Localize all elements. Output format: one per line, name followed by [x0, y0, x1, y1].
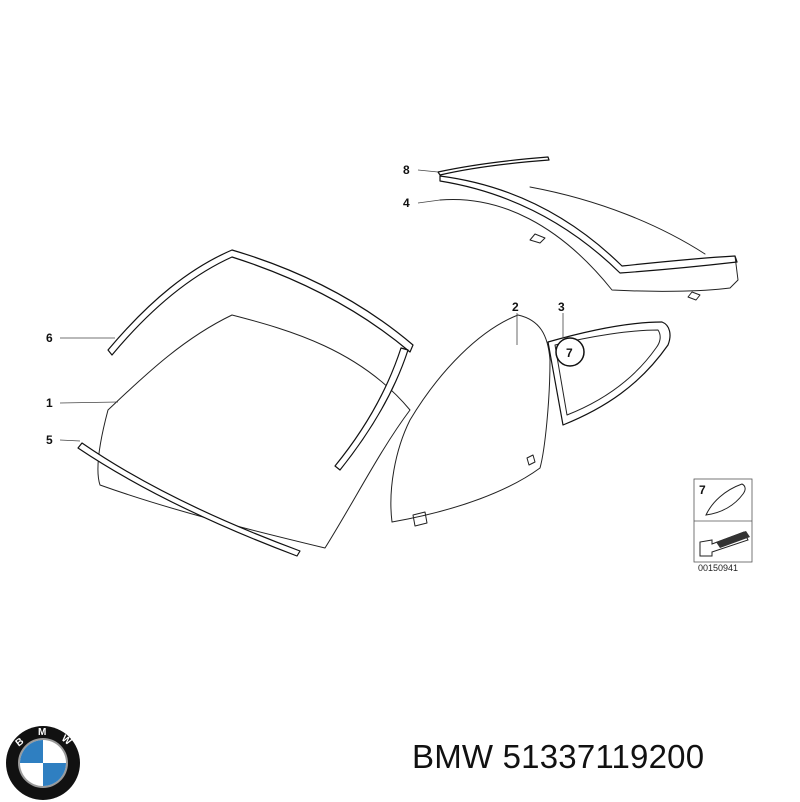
quarter-glass-inner — [554, 329, 661, 416]
windscreen-glass — [97, 314, 411, 549]
callout-6: 6 — [46, 331, 53, 345]
legend-item-label: 7 — [699, 483, 706, 497]
door-glass-group — [390, 314, 551, 527]
callout-4: 4 — [403, 196, 410, 210]
windscreen-side-moulding — [334, 347, 409, 471]
door-glass-notch — [526, 454, 536, 466]
callout-3: 3 — [558, 300, 565, 314]
windscreen-lower-seal — [77, 442, 301, 557]
quarter-glass-group — [547, 321, 671, 426]
leader-4 — [417, 199, 441, 204]
callout-8: 8 — [403, 163, 410, 177]
leader-8 — [417, 169, 439, 173]
caption-part-number: 51337119200 — [502, 738, 705, 775]
rear-window-clip — [529, 233, 546, 244]
callout-5: 5 — [46, 433, 53, 447]
windscreen-top-moulding — [107, 249, 414, 356]
legend-drawing-code: 00150941 — [698, 563, 738, 573]
rear-window-top-edge — [529, 186, 706, 255]
windscreen-group — [77, 249, 414, 557]
legend-adhesive-bead-icon — [716, 531, 750, 548]
door-glass-bracket — [412, 511, 428, 527]
rear-window-clip-2 — [687, 291, 701, 301]
rear-window-group — [437, 156, 739, 301]
rear-window-gasket — [439, 175, 738, 274]
bmw-logo: B M W — [6, 726, 80, 800]
leader-1 — [59, 401, 119, 404]
door-glass — [390, 314, 551, 523]
callout-7-label: 7 — [566, 346, 573, 360]
logo-quadrant-top-left — [20, 740, 43, 763]
leader-5 — [59, 439, 81, 442]
logo-letter-m: M — [38, 727, 46, 738]
caption-brand: BMW — [412, 738, 494, 775]
leader-lines — [59, 169, 564, 442]
legend-box: 7 00150941 — [693, 478, 753, 573]
callout-1: 1 — [46, 396, 53, 410]
logo-quadrant-bottom-right — [43, 763, 66, 786]
legend-quarter-glass-icon — [705, 483, 746, 516]
callout-7-circle — [555, 337, 585, 367]
part-caption: BMW 51337119200 — [412, 738, 704, 776]
callout-2: 2 — [512, 300, 519, 314]
rear-window-glass — [439, 198, 739, 292]
rear-window-seal-strip — [437, 156, 550, 176]
